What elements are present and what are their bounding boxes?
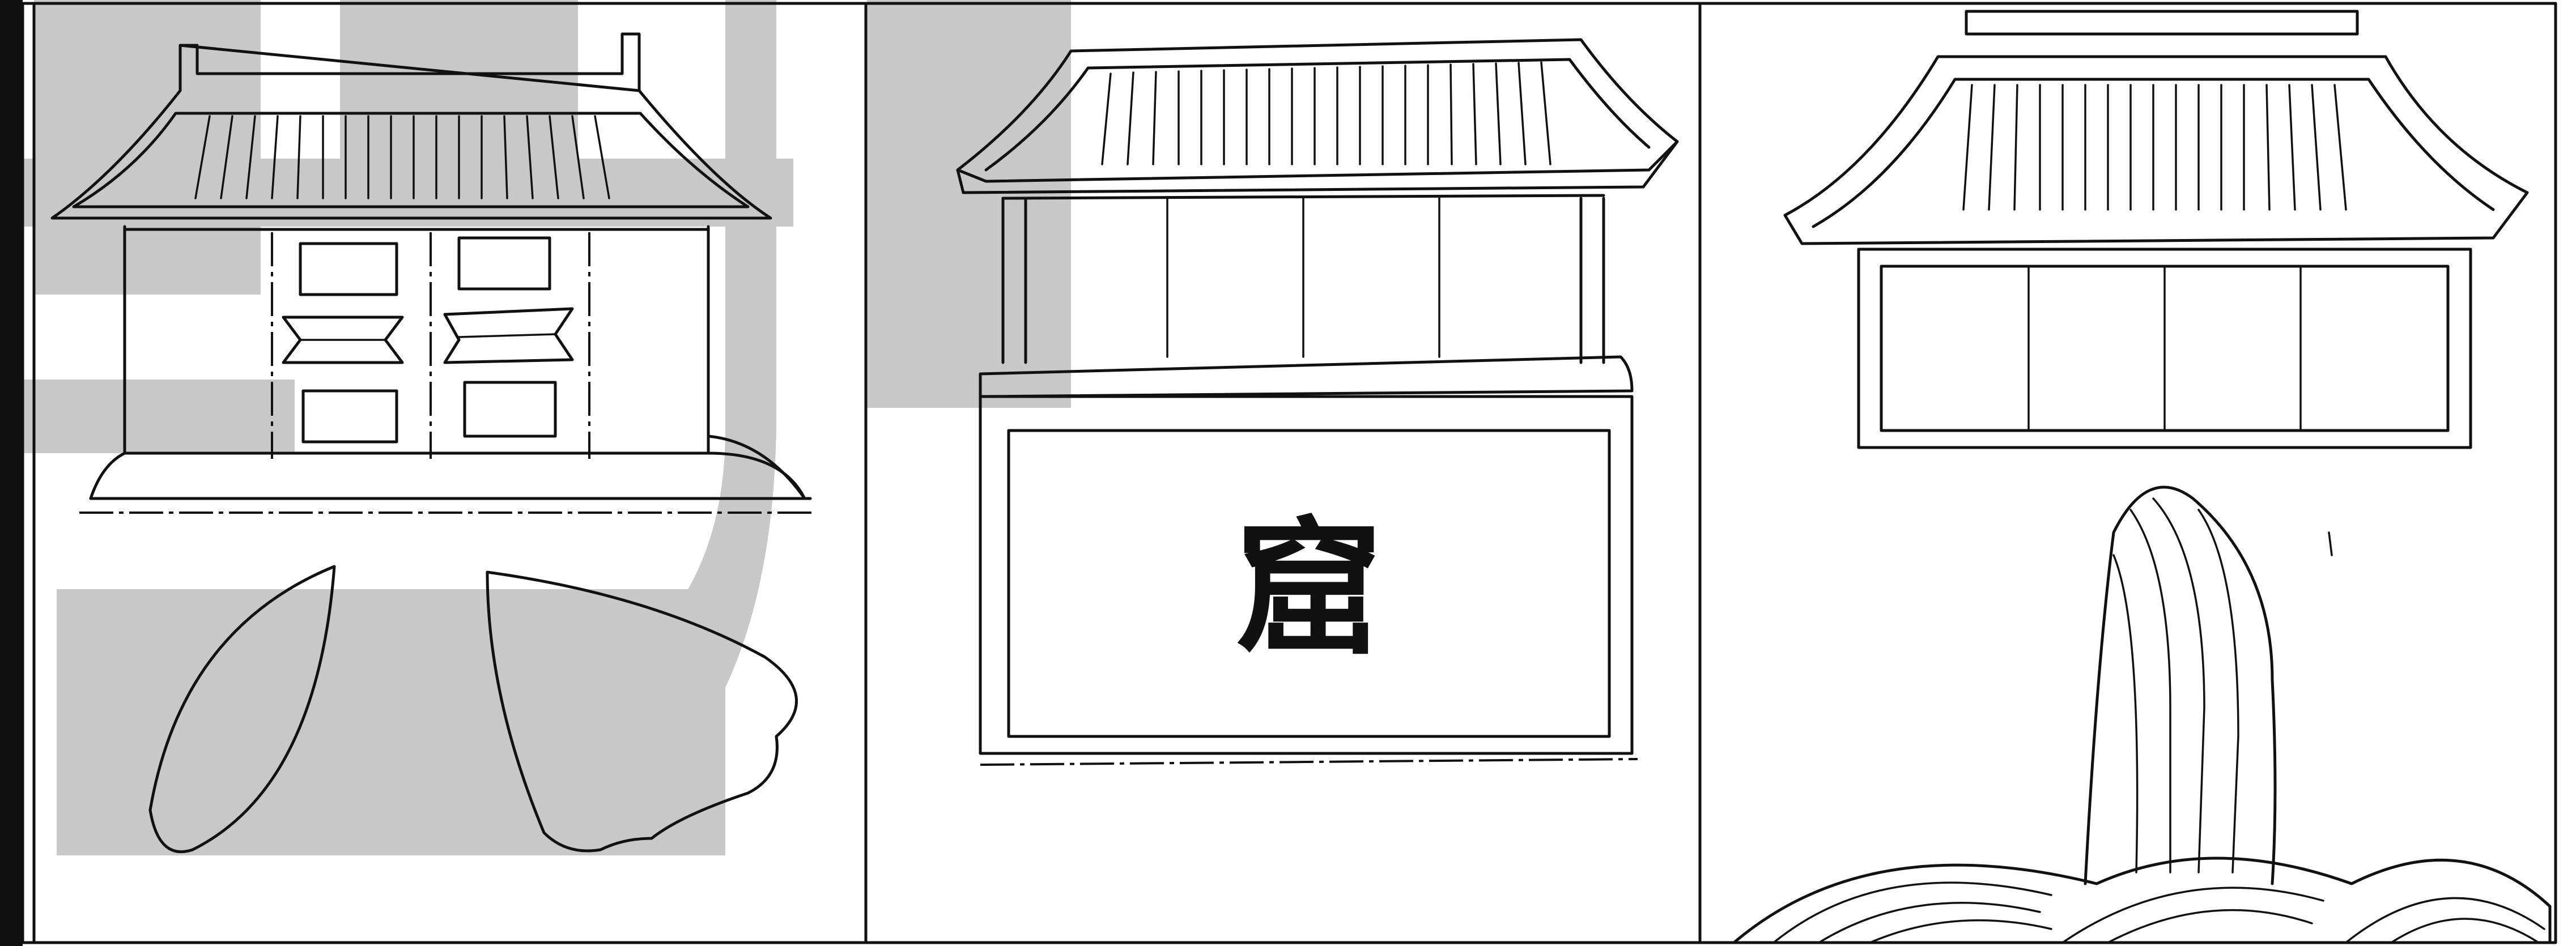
rock — [2084, 485, 2277, 885]
pavilion-body — [1857, 248, 2472, 449]
lattice-windows — [282, 236, 574, 444]
waves — [1732, 856, 2552, 944]
signboard: 窟 — [979, 355, 1638, 766]
small-mark — [2328, 531, 2333, 556]
panel-1 — [50, 32, 816, 854]
pavilion-body — [123, 225, 710, 459]
panel-3 — [1732, 10, 2552, 944]
pavilion-roof — [50, 32, 772, 220]
signboard-character: 窟 — [1235, 502, 1383, 675]
panel-2: 窟 — [956, 38, 1679, 766]
leaf-right — [486, 570, 798, 853]
left-edge-shadow — [0, 0, 23, 946]
pavilion-base — [79, 434, 816, 514]
pavilion-body — [1001, 194, 1605, 364]
pavilion-roof — [956, 38, 1679, 194]
leaf-left — [148, 565, 336, 854]
watermark — [0, 0, 1071, 855]
pavilion-roof — [1783, 10, 2529, 245]
